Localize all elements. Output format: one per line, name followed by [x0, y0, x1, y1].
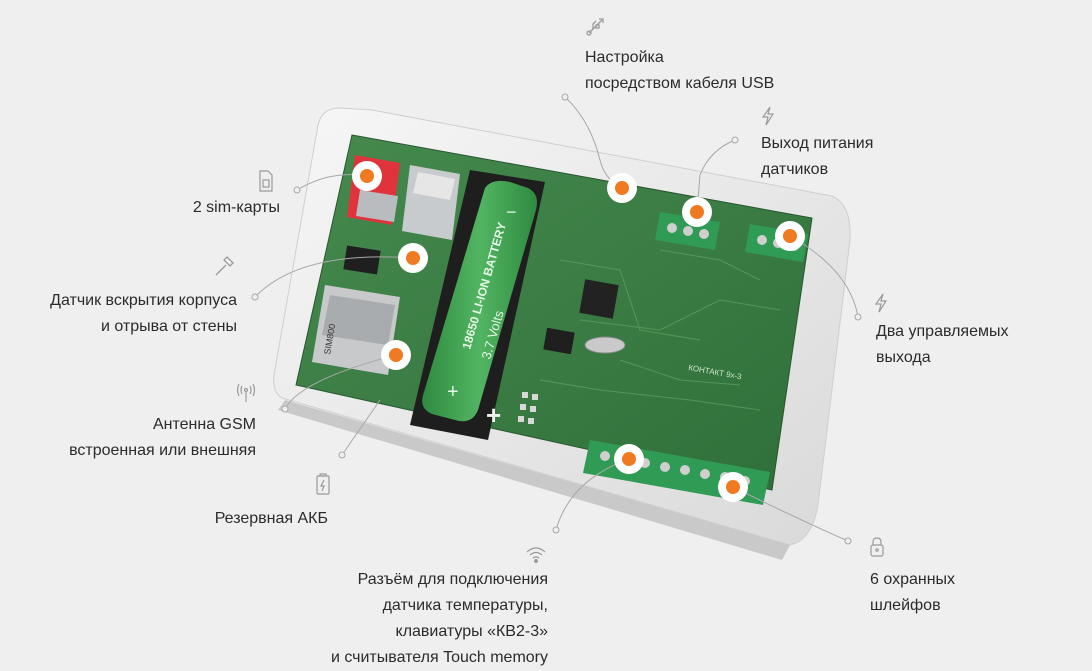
label-battery: Резервная АКБ	[214, 510, 328, 527]
chip-2	[543, 327, 575, 355]
leader-endpoints	[251, 93, 862, 545]
wifi-icon	[525, 545, 547, 563]
battery-minus: −	[506, 202, 517, 222]
usb-icon	[585, 15, 607, 37]
gsm-module: SIM800	[312, 285, 400, 375]
battery-icon	[316, 473, 330, 495]
sim-card-icon	[258, 170, 274, 192]
label-tamper: Датчик вскрытия корпуса и отрыва от стен…	[50, 292, 237, 335]
lightning-icon	[873, 293, 889, 313]
hotspot-markers	[352, 161, 805, 502]
pcb-traces	[539, 249, 781, 411]
hotspot-sensor-power[interactable]	[682, 197, 712, 227]
label-loops: 6 охранных шлейфов	[870, 571, 956, 614]
battery-plus: +	[447, 381, 459, 403]
chip-cpu	[579, 279, 619, 319]
label-outputs: Два управляемых выхода	[876, 323, 1009, 366]
chip-1	[343, 245, 381, 275]
pin-header	[518, 392, 538, 424]
lightning-icon	[760, 106, 776, 126]
leader-lines	[254, 96, 859, 542]
sim-holder-2	[402, 165, 460, 240]
hotspot-sim[interactable]	[352, 161, 382, 191]
hotspot-usb[interactable]	[607, 173, 637, 203]
label-connector: Разъём для подключения датчика температу…	[330, 571, 548, 666]
housing-side	[278, 400, 790, 560]
hotspot-outputs[interactable]	[775, 221, 805, 251]
label-usb: Настройка посредством кабеля USB	[585, 49, 775, 92]
antenna-icon	[234, 381, 258, 403]
hotspot-connector[interactable]	[614, 444, 644, 474]
label-antenna: Антенна GSM встроенная или внешняя	[69, 416, 256, 459]
label-sim: 2 sim-карты	[192, 199, 280, 216]
crystal	[584, 336, 626, 354]
lock-icon	[869, 536, 885, 558]
hotspot-antenna[interactable]	[381, 340, 411, 370]
hotspot-tamper[interactable]	[398, 243, 428, 273]
hammer-icon	[213, 255, 235, 277]
label-sensor-power: Выход питания датчиков	[761, 135, 874, 178]
holder-plus: +	[486, 400, 501, 430]
hotspot-loops[interactable]	[718, 472, 748, 502]
